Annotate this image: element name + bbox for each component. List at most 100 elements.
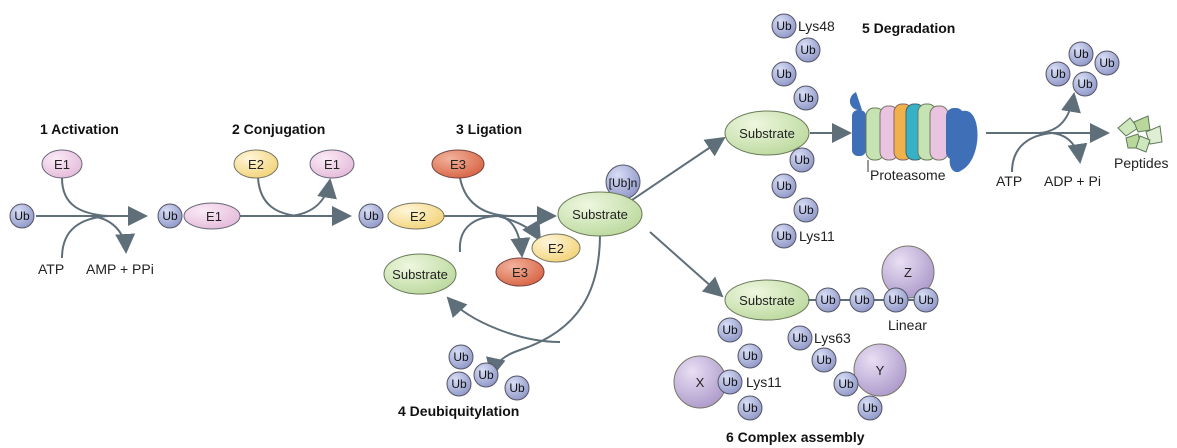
svg-text:Ub: Ub (800, 43, 816, 57)
svg-text:Ub: Ub (854, 293, 870, 307)
arrow-atp-in (61, 215, 109, 259)
peptides-label: Peptides (1114, 155, 1168, 171)
atp-label: ATP (38, 261, 64, 277)
ub-chain-lys11-complex: Ub Ub Ub Ub Lys11 (717, 317, 782, 421)
svg-text:E1: E1 (206, 209, 222, 224)
svg-text:Ub: Ub (162, 209, 178, 223)
arrow-atp-to-proteasome-out (1011, 132, 1053, 173)
svg-text:Ub: Ub (363, 209, 379, 223)
svg-text:Ub: Ub (451, 377, 467, 391)
substrate-complex-assembly: Substrate (724, 279, 810, 321)
e1-node-out: E1 (309, 149, 355, 179)
svg-text:Ub: Ub (798, 203, 814, 217)
step-conjugation: 2 Conjugation (232, 121, 325, 137)
svg-text:Ub: Ub (798, 91, 814, 105)
svg-text:Ub: Ub (1099, 56, 1115, 70)
proteasome-core-rings (865, 103, 949, 161)
e1-node: E1 (41, 149, 83, 179)
arrow-e1-into-activation (61, 177, 109, 217)
lys63-label: Lys63 (814, 330, 851, 346)
complex-x: X (673, 355, 727, 409)
arrow-e1-out (289, 178, 337, 217)
complex-y: Y (853, 343, 907, 397)
peptides-icon (1117, 115, 1163, 153)
svg-text:Ub: Ub (888, 293, 904, 307)
ub-chain-lys48: Ub Ub Ub Ub Lys48 (771, 13, 835, 111)
svg-text:X: X (696, 375, 705, 390)
step-ligation: 3 Ligation (456, 121, 522, 137)
arrow-to-complex (649, 231, 724, 298)
released-ubs: Ub Ub Ub Ub (1045, 41, 1120, 97)
arrow-e2-in (257, 177, 299, 217)
svg-text:E3: E3 (512, 265, 528, 280)
e2-node-out: E2 (531, 233, 581, 263)
ub-node: Ub (9, 203, 35, 229)
svg-text:Ub: Ub (478, 368, 494, 382)
svg-text:Ub: Ub (509, 381, 525, 395)
svg-text:Substrate: Substrate (572, 207, 628, 222)
svg-text:Substrate: Substrate (392, 267, 448, 282)
svg-text:E3: E3 (450, 157, 466, 172)
lys11-label-degradation: Lys11 (799, 228, 835, 244)
ub-chain-lys63: Ub Ub Ub Ub Lys63 (787, 325, 883, 421)
svg-text:Ub: Ub (1077, 77, 1093, 91)
ub-e1-complex: E1 Ub (157, 202, 241, 230)
svg-text:Ub: Ub (453, 350, 469, 364)
step-degradation: 5 Degradation (862, 20, 955, 36)
ub-chain-lys11-degradation: Ub Ub Ub Ub Lys11 (771, 147, 835, 249)
lys48-label: Lys48 (798, 18, 835, 34)
svg-text:E1: E1 (54, 157, 70, 172)
e3-node-out: E3 (495, 257, 545, 287)
proteasome-label: Proteasome (870, 167, 946, 183)
arrow-ub-release (1039, 92, 1081, 134)
step-deubiquitylation: 4 Deubiquitylation (398, 403, 519, 419)
arrow-e3-in (459, 177, 513, 217)
deubiquitylated-ubs: Ub Ub Ub Ub (446, 344, 530, 401)
svg-text:E2: E2 (548, 241, 564, 256)
arrow-to-e2-out (497, 215, 542, 242)
ub-chain-linear: Ub Ub Ub Ub Linear (808, 287, 939, 333)
step-titles: 1 Activation 2 Conjugation 3 Ligation 4 … (40, 20, 955, 445)
svg-text:Ub: Ub (1073, 47, 1089, 61)
arrow-to-degradation (631, 136, 726, 201)
svg-text:Ub: Ub (820, 293, 836, 307)
ub-e2-complex: E2 Ub (358, 202, 445, 230)
svg-text:E2: E2 (410, 209, 426, 224)
atp-label-degradation: ATP (996, 173, 1022, 189)
svg-text:Substrate: Substrate (739, 126, 795, 141)
svg-text:Ub: Ub (918, 293, 934, 307)
svg-text:E1: E1 (324, 157, 340, 172)
svg-text:Ub: Ub (776, 179, 792, 193)
svg-text:Ub: Ub (862, 401, 878, 415)
arrow-to-e2-e3-out (499, 215, 531, 258)
svg-text:Ub: Ub (722, 375, 738, 389)
substrate-degradation: Substrate (724, 110, 810, 156)
amp-ppi-label: AMP + PPi (86, 261, 154, 277)
e2-node-in: E2 (233, 149, 279, 179)
substrate-node-free: Substrate (383, 253, 457, 295)
substrate-ubn: [Ub]n Substrate (557, 164, 643, 237)
svg-text:Substrate: Substrate (739, 293, 795, 308)
linear-label: Linear (888, 317, 927, 333)
lys11-label-complex: Lys11 (746, 374, 782, 390)
svg-text:Ub: Ub (722, 323, 738, 337)
svg-text:Ub: Ub (776, 67, 792, 81)
arrow-to-deub-ub (486, 233, 601, 378)
arrow-adp-out (1051, 132, 1088, 164)
step-complex-assembly: 6 Complex assembly (726, 429, 865, 445)
svg-text:Z: Z (904, 265, 912, 280)
step-activation: 1 Activation (40, 121, 119, 137)
svg-text:Ub: Ub (1050, 67, 1066, 81)
svg-text:[Ub]n: [Ub]n (609, 176, 638, 190)
svg-text:Ub: Ub (742, 349, 758, 363)
svg-text:Ub: Ub (14, 209, 30, 223)
arrow-substrate-in (458, 215, 501, 253)
svg-text:Y: Y (876, 363, 885, 378)
svg-text:Ub: Ub (838, 377, 854, 391)
svg-text:Ub: Ub (776, 19, 792, 33)
arrow-back-to-substrate (446, 296, 561, 343)
arrow-amp-out (89, 215, 136, 254)
svg-text:Ub: Ub (794, 153, 810, 167)
svg-text:Ub: Ub (816, 353, 832, 367)
